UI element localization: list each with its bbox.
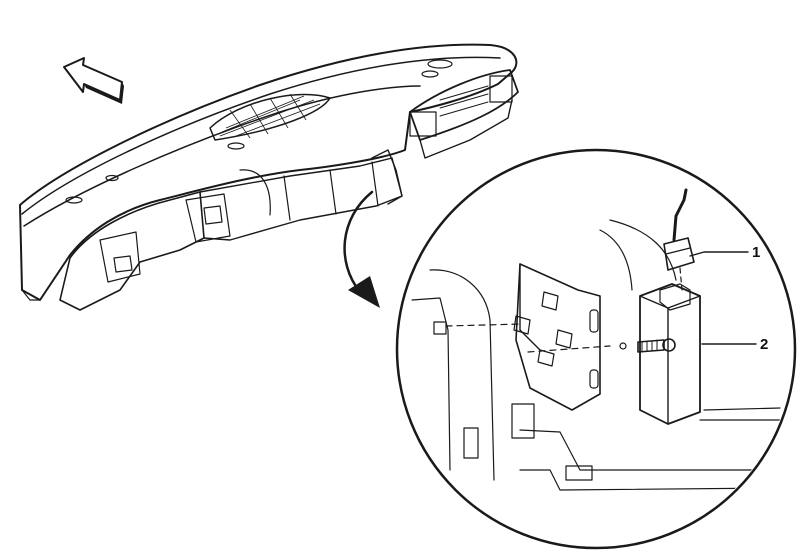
speaker-grille: [219, 93, 321, 139]
module-housing: [639, 283, 701, 425]
callout-label-1: 1: [752, 244, 760, 261]
detail-pointer-arrow-icon: [343, 190, 380, 308]
instrument-panel-assembly: [19, 43, 519, 311]
detail-view: [395, 148, 797, 550]
fastener-screw: [619, 338, 676, 353]
right-vent-cluster: [409, 69, 519, 159]
callout-label-2: 2: [760, 336, 768, 353]
mounting-bracket: [513, 263, 601, 411]
callout-2: 2: [701, 336, 768, 353]
electrical-connector: [663, 188, 695, 291]
callout-1: 1: [689, 244, 760, 261]
front-direction-arrow-icon: [63, 57, 124, 104]
